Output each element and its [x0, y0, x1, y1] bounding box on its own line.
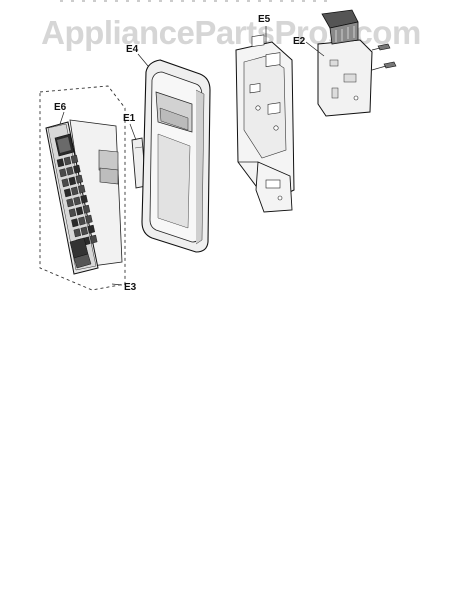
keypad-key: [59, 168, 67, 178]
keypad-key: [70, 186, 79, 196]
callout-e3: E3: [124, 282, 137, 293]
keypad-key: [89, 234, 98, 244]
callout-e1: E1: [123, 113, 136, 124]
keypad-keys: [56, 154, 98, 248]
keypad-key: [73, 196, 81, 206]
keypad-key: [68, 176, 77, 186]
screw-lower: [371, 61, 397, 71]
callout-e4: E4: [126, 44, 139, 55]
keypad-key: [68, 208, 77, 218]
keypad-key: [73, 228, 82, 238]
keypad-key: [87, 224, 96, 234]
keypad-key: [77, 184, 86, 194]
e6-keypad-membrane: [45, 121, 99, 275]
keypad-key: [63, 156, 72, 166]
keypad-key: [82, 204, 91, 214]
callout-e6: E6: [54, 102, 67, 113]
screw-upper: [371, 43, 391, 51]
keypad-key: [75, 206, 84, 216]
leader-lines: [59, 26, 325, 286]
e3-panel-sheet: [69, 119, 123, 267]
keypad-key: [73, 164, 81, 174]
keypad-key: [85, 214, 93, 224]
keypad-key: [66, 198, 74, 208]
e3-group-outline: [39, 85, 126, 291]
keypad-key: [56, 158, 65, 168]
keypad-key: [70, 154, 79, 164]
keypad-key: [71, 218, 79, 228]
e5-control-bracket: [235, 34, 295, 213]
callout-e2: E2: [293, 36, 306, 47]
keypad-key: [80, 194, 88, 204]
e2-control-board: [317, 9, 397, 117]
keypad-key: [63, 188, 72, 198]
callout-e5: E5: [258, 14, 271, 25]
keypad-key: [75, 174, 84, 184]
keypad-key: [80, 226, 89, 236]
e4-front-frame: [141, 59, 211, 253]
keypad-key: [66, 166, 74, 176]
keypad-key: [78, 216, 86, 226]
keypad-key: [61, 178, 70, 188]
